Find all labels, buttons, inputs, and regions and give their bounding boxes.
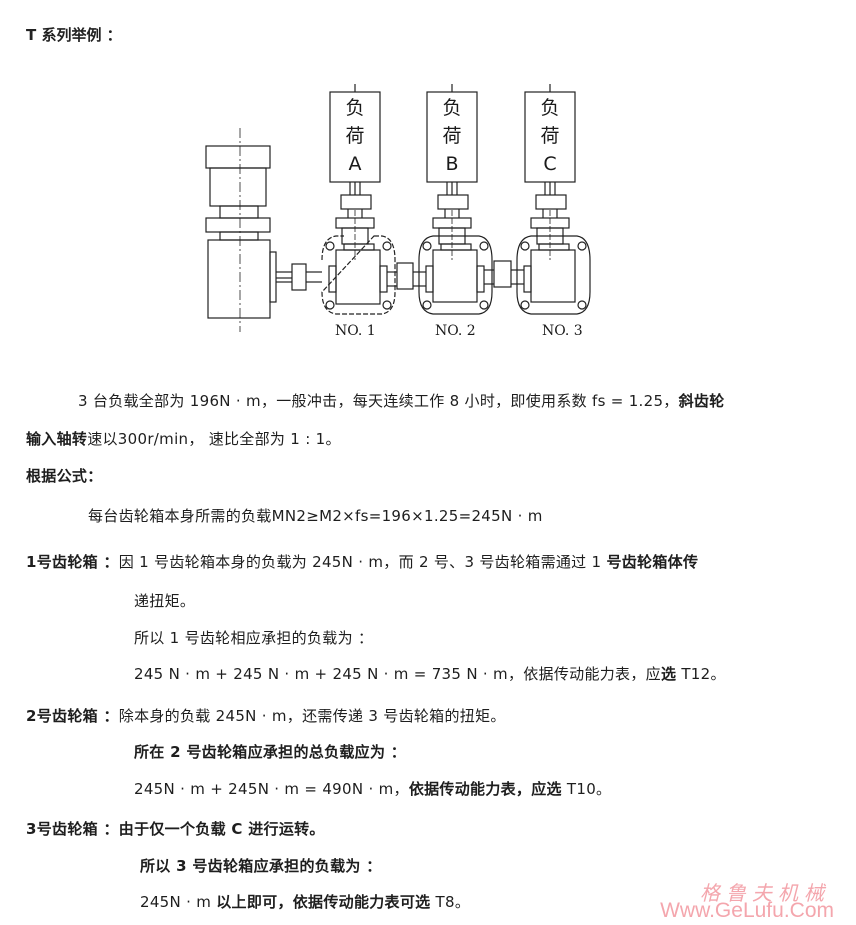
formula-text: 每台齿轮箱本身所需的负载MN2≥M2×fs=196×1.25=245N · m [88,507,543,525]
gearbox3-line-2: 所以 3 号齿轮箱应承担的负载为 ： [140,857,382,875]
gearbox-label-no3: NO. 3 [542,323,583,339]
gearbox2-line-1: 2号齿轮箱 ：除本身的负载 245N · m，还需传递 3 号齿轮箱的扭矩。 [26,707,506,725]
gearbox1-line-3: 所以 1 号齿轮相应承担的负载为 ： [134,629,374,647]
gearbox-unit-2 [418,84,493,315]
watermark-url: Www.GeLufu.Com [660,899,834,922]
formula-heading: 根据公式： [26,467,103,485]
load-b-label: 负 荷 B [442,97,462,175]
gearbox-unit-1 [321,84,396,315]
gearbox3-line-3: 245N · m 以上即可，依据传动能力表可选 T8。 [140,893,471,911]
coupling-2-3-icon [484,260,524,288]
watermark-chinese: 格鲁夫机械 [700,881,830,905]
gearbox-unit-3 [516,84,591,315]
gearbox1-line-4: 245 N · m + 245 N · m + 245 N · m = 735 … [134,665,726,683]
gearbox-label-no1: NO. 1 [335,323,376,339]
intro-line-1: 3 台负载全部为 196N · m，一般冲击，每天连续工作 8 小时，即使用系数… [78,392,725,410]
gearbox3-line-1: 3号齿轮箱 ：由于仅一个负载 C 进行运转。 [26,820,325,838]
page-title: T 系列举例 ： [26,26,122,44]
gearbox1-line-1: 1号齿轮箱 ：因 1 号齿轮箱本身的负载为 245N · m，而 2 号、3 号… [26,553,699,571]
load-a-label: 负 荷 A [345,97,365,175]
gearbox-arrangement-diagram: 负 荷 A 负 荷 B 负 荷 C NO. 1 NO. 2 NO. 3 [190,80,610,360]
gearbox-label-no2: NO. 2 [435,323,476,339]
intro-line-2: 输入轴转速以300r/min， 速比全部为 1 : 1。 [26,430,341,448]
gearbox2-line-3: 245N · m + 245N · m = 490N · m，依据传动能力表，应… [134,780,612,798]
coupling-1-2-icon [387,262,426,290]
gearbox2-line-2: 所在 2 号齿轮箱应承担的总负载应为 ： [134,743,407,761]
motor-icon [205,128,322,332]
gearbox1-line-2: 递扭矩。 [134,592,196,610]
load-c-label: 负 荷 C [540,97,560,175]
